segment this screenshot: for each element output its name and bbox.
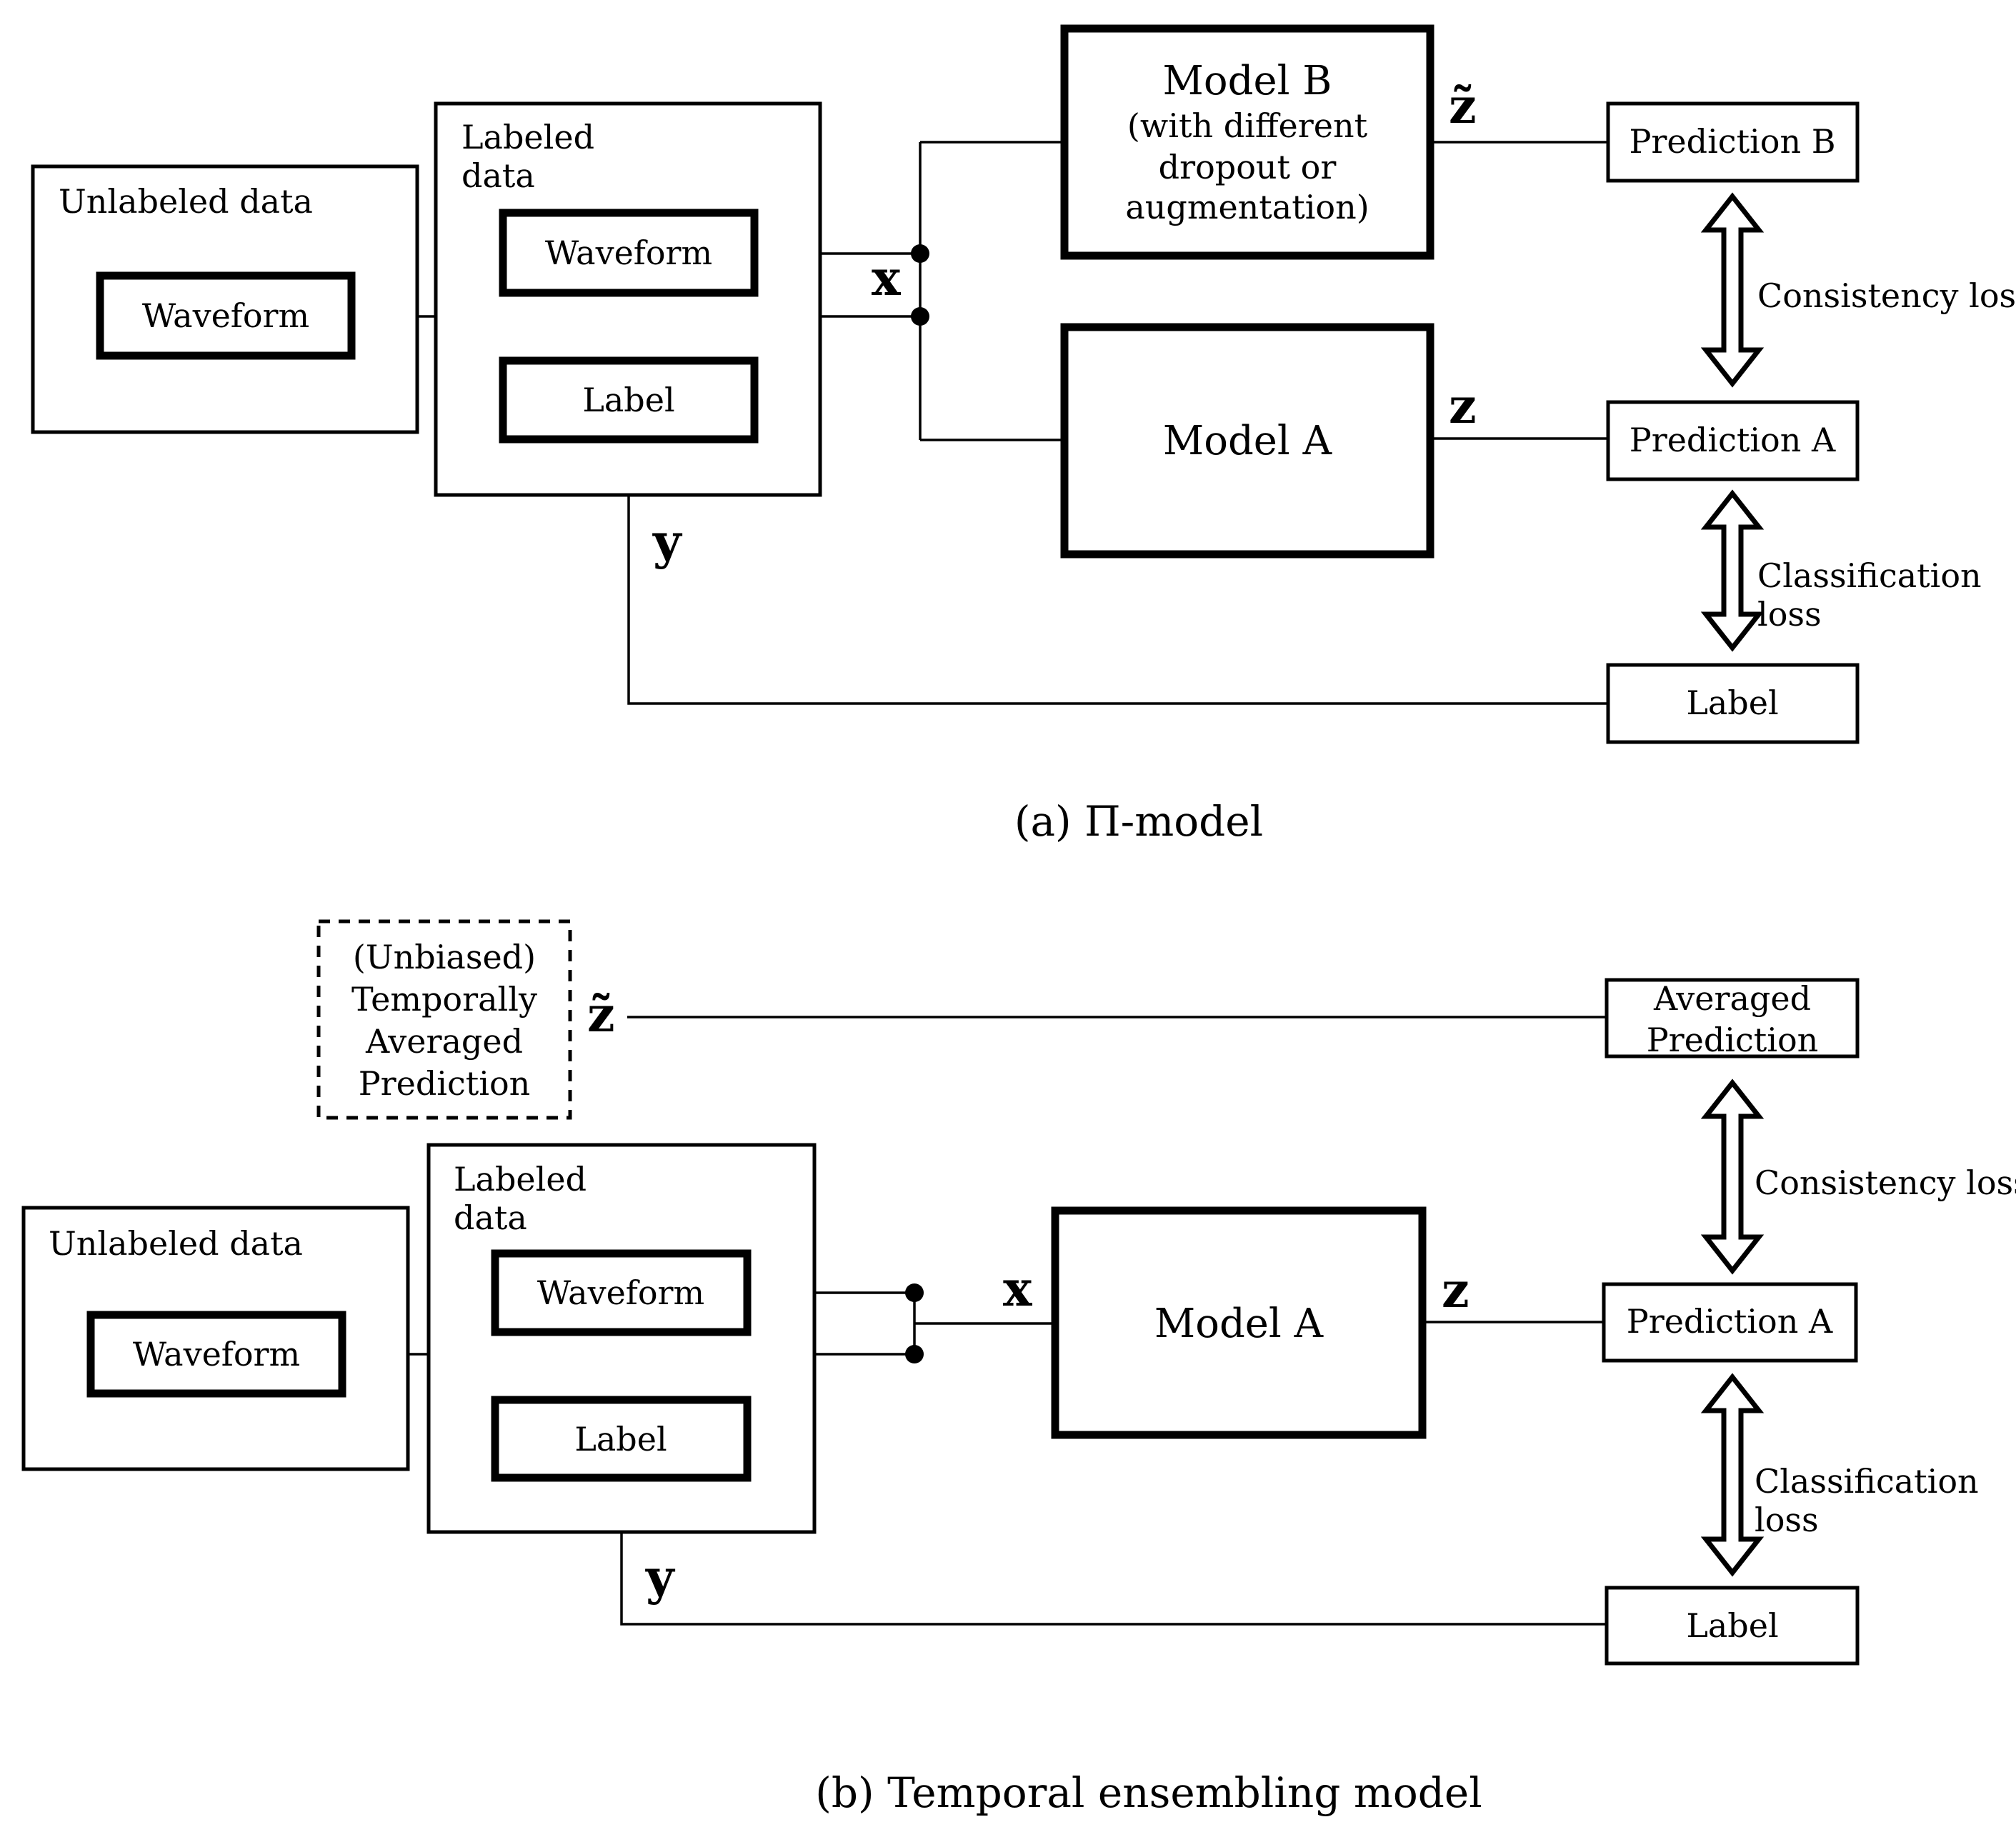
prediction-a-label: Prediction A [1630, 421, 1836, 459]
model-a-title: Model A [1154, 1301, 1324, 1347]
label-output-text: Label [1686, 684, 1778, 722]
z-tilde-symbol: z̃ [1449, 78, 1477, 135]
averaged-prediction-line2: Prediction [1647, 1021, 1819, 1059]
labeled-data-title-line1: Labeled [461, 118, 594, 156]
classification-loss-label-line2: loss [1755, 1501, 1819, 1539]
labeled-waveform-label: Waveform [545, 234, 712, 272]
prediction-b-label: Prediction B [1629, 122, 1835, 161]
averaged-prediction-box [1605, 978, 1860, 1058]
labeled-waveform-label: Waveform [537, 1273, 704, 1312]
classification-loss-double-arrow [1700, 1373, 1765, 1577]
model-a-box [1051, 1206, 1427, 1439]
classification-loss-label-line1: Classification [1757, 556, 1982, 595]
prediction-a-box [1602, 1282, 1858, 1363]
panel-a-caption: (a) Π-model [1014, 797, 1263, 846]
unlabeled-waveform-label: Waveform [142, 296, 309, 335]
z-tilde-symbol: z̃ [587, 986, 615, 1043]
z-symbol: z [1442, 1262, 1469, 1319]
labeled-waveform-box [499, 209, 759, 297]
panel-b-temporal-ensembling: (Unbiased) Temporally Averaged Predictio… [21, 919, 2016, 1817]
z-symbol: z [1449, 378, 1477, 435]
y-symbol: y [645, 1549, 676, 1606]
labeled-data-title-line1: Labeled [454, 1160, 587, 1198]
prediction-a-label: Prediction A [1627, 1302, 1833, 1341]
unlabeled-waveform-label: Waveform [133, 1335, 300, 1373]
unlabeled-waveform-box [86, 1311, 346, 1398]
labeled-waveform-box [491, 1249, 752, 1336]
labeled-label-box [491, 1396, 752, 1482]
model-b-box [1060, 24, 1434, 260]
panel-b-caption: (b) Temporal ensembling model [815, 1768, 1482, 1817]
label-output-box [1605, 1586, 1860, 1666]
model-a-title: Model A [1163, 418, 1332, 464]
labeled-data-title-line2: data [461, 156, 535, 195]
consistency-loss-label: Consistency loss [1755, 1163, 2016, 1202]
averaged-prediction-line1: Averaged [1653, 979, 1811, 1018]
label-output-text: Label [1686, 1606, 1778, 1645]
consistency-loss-double-arrow [1700, 1078, 1765, 1275]
avg-box-line1: (Unbiased) [353, 938, 536, 976]
unlabeled-waveform-box [96, 271, 356, 360]
label-output-box [1606, 663, 1860, 744]
model-b-note-line3: augmentation) [1125, 188, 1369, 226]
avg-box-line3: Averaged [365, 1022, 523, 1061]
model-b-note-line2: dropout or [1159, 148, 1337, 186]
avg-box-line2: Temporally [351, 980, 537, 1018]
model-a-box [1060, 323, 1434, 559]
classification-loss-label-line2: loss [1757, 595, 1822, 634]
model-b-title: Model B [1163, 58, 1332, 104]
junction-dot [911, 307, 929, 326]
labeled-label-box [499, 356, 759, 444]
y-symbol: y [652, 514, 683, 571]
labeled-label-text: Label [582, 381, 674, 419]
temporally-averaged-prediction-box [316, 919, 572, 1120]
junction-dot [905, 1345, 924, 1363]
unlabeled-data-title: Unlabeled data [49, 1224, 303, 1263]
classification-loss-label-line1: Classification [1755, 1462, 1979, 1501]
model-b-note-line1: (with different [1127, 106, 1368, 145]
avg-box-line4: Prediction [359, 1064, 531, 1103]
prediction-a-box [1606, 400, 1860, 481]
x-symbol: x [872, 250, 901, 307]
unlabeled-data-title: Unlabeled data [59, 182, 313, 221]
x-symbol: x [1003, 1261, 1032, 1318]
consistency-loss-label: Consistency loss [1757, 276, 2016, 315]
panel-a-pi-model: Unlabeled data Waveform Labeled data Wav… [31, 24, 2016, 846]
labeled-data-title-line2: data [454, 1198, 527, 1237]
prediction-b-box [1606, 101, 1860, 183]
consistency-loss-double-arrow [1700, 192, 1765, 388]
junction-dot [905, 1283, 924, 1302]
labeled-label-text: Label [574, 1420, 667, 1458]
junction-dot [911, 244, 929, 263]
classification-loss-double-arrow [1700, 489, 1765, 652]
line-label-y-to-label-output [627, 440, 1608, 705]
